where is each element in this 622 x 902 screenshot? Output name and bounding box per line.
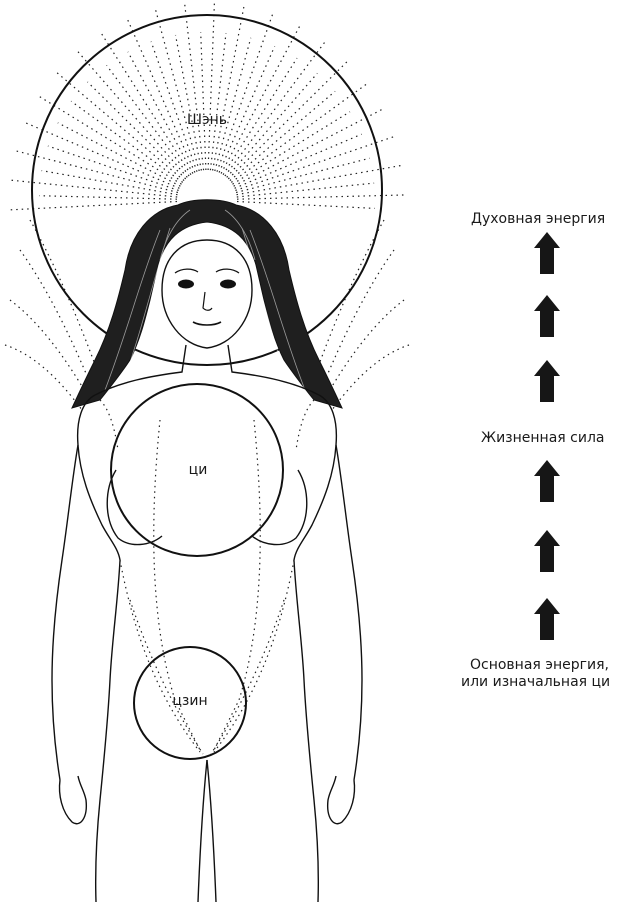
halo-ray — [324, 300, 404, 400]
halo-ray — [223, 58, 297, 175]
face — [162, 240, 252, 348]
halo-ray — [234, 108, 385, 186]
right-eye — [220, 280, 236, 289]
halo-ray — [39, 196, 177, 200]
legend-base-energy-line2: или изначальная ци — [461, 674, 610, 691]
halo-ray — [5, 345, 82, 410]
halo-ray — [55, 71, 185, 181]
arrow-up-icon — [534, 232, 560, 274]
legend-base-energy-line1: Основная энергия, — [470, 657, 609, 674]
halo-ray — [151, 42, 197, 172]
halo-ray — [219, 46, 275, 172]
halo-ray — [155, 7, 199, 171]
halo-ray — [13, 150, 178, 192]
halo-ray — [319, 250, 394, 395]
halo-ray — [8, 180, 177, 197]
halo-ray — [215, 38, 251, 171]
arrow-up-icon — [534, 360, 560, 402]
body-outline — [52, 345, 362, 902]
halo-ray — [236, 158, 370, 192]
left-eye — [178, 280, 194, 289]
halo-ray — [235, 134, 362, 188]
shen-label: Шэнь — [187, 112, 227, 129]
halo-ray — [237, 202, 375, 209]
qi-label: ци — [189, 462, 208, 479]
arrow-up-icon — [534, 295, 560, 337]
halo-ray — [48, 146, 179, 190]
halo-ray — [176, 35, 202, 171]
legend-life-force: Жизненная сила — [481, 430, 604, 447]
halo-ray — [231, 82, 368, 182]
halo-ray — [20, 250, 95, 395]
halo-ray — [217, 11, 274, 171]
halo-ray — [201, 32, 206, 170]
halo-ray — [230, 91, 335, 180]
halo-ray — [76, 49, 188, 177]
halo-ray — [332, 345, 409, 410]
halo-ray — [233, 112, 351, 185]
halo-ray — [100, 31, 191, 175]
halo-ray — [37, 95, 182, 184]
halo-ray — [237, 165, 404, 195]
halo-ray — [237, 183, 374, 197]
halo-ray — [88, 82, 186, 179]
halo-ray — [213, 4, 245, 171]
halo-ray — [107, 65, 190, 176]
halo-ray — [235, 136, 396, 191]
arrow-up-icon — [534, 460, 560, 502]
halo-ray — [227, 73, 318, 177]
halo-ray — [228, 60, 349, 179]
halo-ray — [58, 123, 181, 186]
arrow-up-icon — [534, 598, 560, 640]
jing-label: цзин — [172, 693, 207, 710]
halo-ray — [126, 17, 194, 173]
arrow-up-icon — [534, 530, 560, 572]
legend-spiritual-energy: Духовная энергия — [471, 211, 605, 228]
halo-ray — [208, 0, 214, 170]
halo-ray — [71, 101, 183, 182]
halo-ray — [10, 300, 90, 400]
